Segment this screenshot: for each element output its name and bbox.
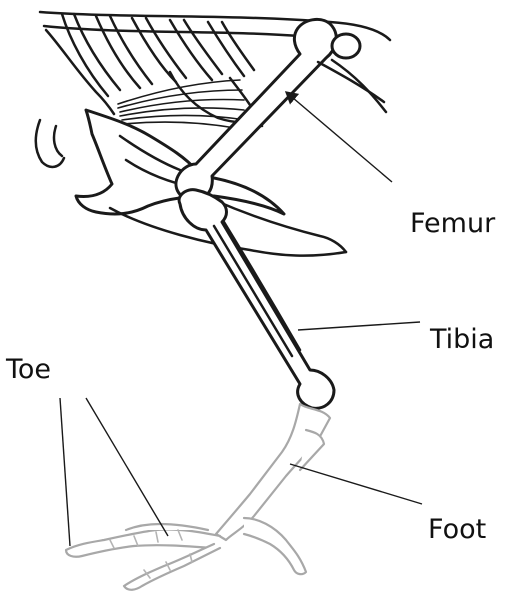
tibia-leader [298,322,420,330]
tibia-label: Tibia [429,324,494,355]
femur-arrow [286,92,392,182]
toe-leader-2 [86,398,168,536]
foot-label: Foot [428,514,486,545]
tibia-bone [179,190,334,409]
femur-label: Femur [410,208,496,239]
toe-leader-1 [60,398,70,546]
foot-leader [290,464,422,504]
toe-label: Toe [5,354,51,385]
femur-bone [176,19,386,200]
